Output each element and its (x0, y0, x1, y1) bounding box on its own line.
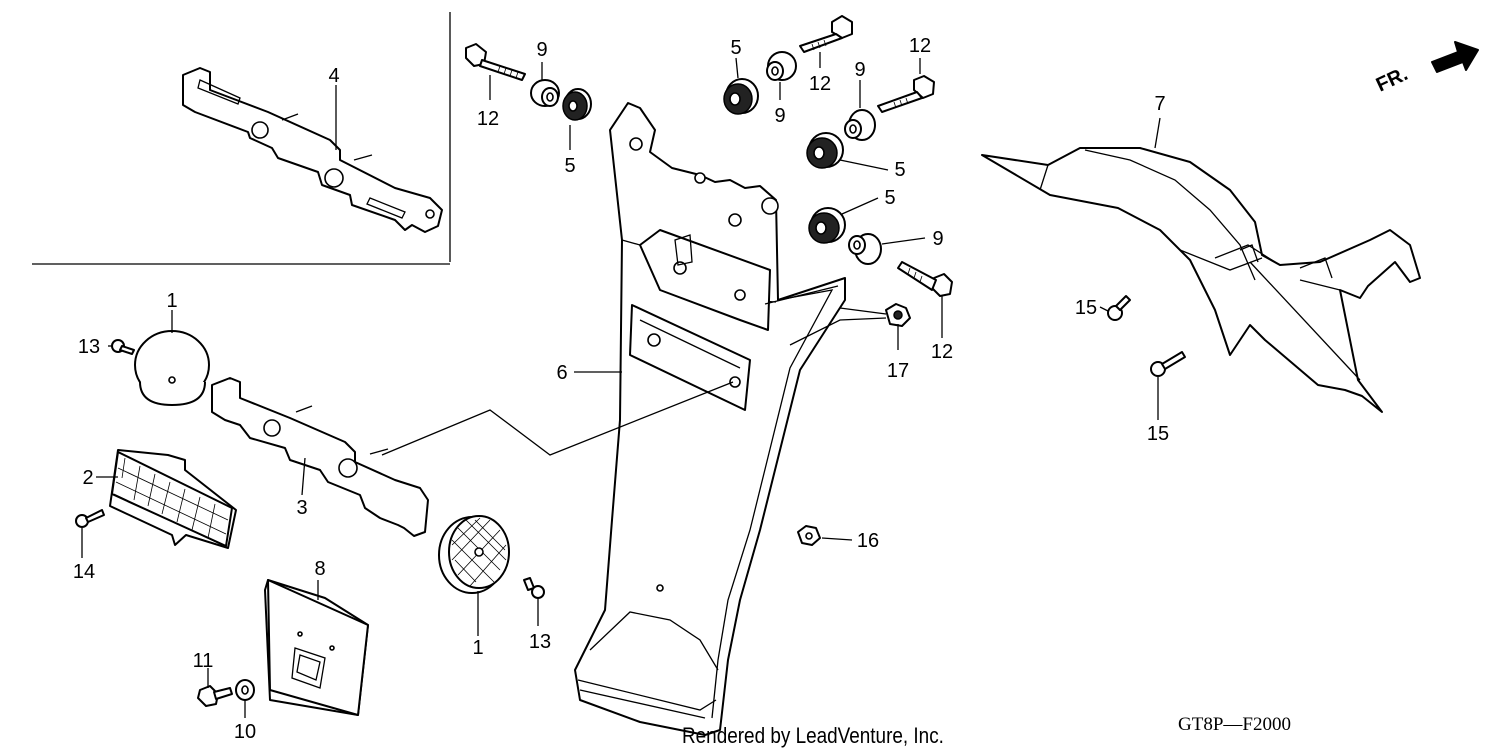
part-3-bracket (211, 377, 429, 537)
callout-5-lower: 5 (884, 187, 895, 209)
part-5-grommet-d (808, 207, 846, 244)
front-direction-arrow: FR. (1373, 41, 1479, 97)
part-12-bolt-c (877, 75, 935, 113)
callout-9-right: 9 (854, 59, 865, 81)
part-12-bolt-b (799, 15, 853, 53)
part-9-collar-c (844, 109, 876, 141)
leader-lines (81, 52, 1161, 718)
part-9-collar-a (530, 79, 560, 107)
part-7-inner-fender (981, 147, 1421, 413)
callout-14: 14 (73, 561, 95, 583)
part-1-reflector-upper (134, 330, 210, 406)
credit-text: Rendered by LeadVenture, Inc. (682, 723, 944, 748)
callout-9-left: 9 (536, 39, 547, 61)
part-16-nut (797, 525, 821, 546)
part-6-rear-fender (574, 102, 846, 736)
inset-frame (32, 12, 451, 265)
callout-8: 8 (314, 558, 325, 580)
callout-7: 7 (1154, 93, 1165, 115)
callout-12-left: 12 (477, 108, 499, 130)
part-5-grommet-a (723, 78, 759, 115)
callout-6: 6 (556, 362, 567, 384)
part-13-screw-b (523, 577, 545, 599)
part-17-nut (885, 303, 911, 327)
callout-17: 17 (887, 360, 909, 382)
drawing-code: GT8P—F2000 (1178, 714, 1291, 735)
callout-11: 11 (193, 650, 214, 672)
part-9-collar-d (848, 233, 882, 265)
part-11-bolt (197, 685, 233, 707)
callout-5-mid: 5 (894, 159, 905, 181)
callout-4: 4 (328, 65, 339, 87)
callout-9-upper: 9 (774, 105, 785, 127)
callout-13-lower: 13 (529, 631, 551, 653)
part-5-grommet-c (806, 132, 844, 169)
callout-15-upper: 15 (1075, 297, 1097, 319)
callout-12-lower-right: 12 (931, 341, 953, 363)
callout-12-upper-right: 12 (909, 35, 931, 57)
callout-5-top: 5 (730, 37, 741, 59)
part-15-screw-a (1107, 295, 1131, 321)
part-8-plate (264, 579, 369, 716)
part-9-collar-b (766, 51, 797, 81)
front-direction-label: FR. (1373, 63, 1411, 97)
part-13-screw-a (111, 339, 135, 355)
callout-2: 2 (82, 467, 93, 489)
callouts: 1 1 2 3 4 5 5 5 5 6 7 8 9 9 9 9 10 11 12… (73, 35, 1169, 743)
callout-3: 3 (296, 497, 307, 519)
callout-1-upper: 1 (166, 290, 177, 312)
callout-5-left: 5 (564, 155, 575, 177)
callout-9-lower: 9 (932, 228, 943, 250)
part-2-reflector-rect (109, 449, 237, 549)
part-14-screw (75, 509, 105, 528)
part-12-bolt-d (897, 261, 953, 297)
callout-13-left: 13 (78, 336, 100, 358)
part-4-bracket (182, 67, 443, 233)
callout-1-lower: 1 (472, 637, 483, 659)
part-10-washer (235, 679, 255, 701)
callout-15-lower: 15 (1147, 423, 1169, 445)
callout-10: 10 (234, 721, 256, 743)
part-15-screw-b (1150, 351, 1186, 377)
callout-16: 16 (857, 530, 879, 552)
part-1-reflector-lower (438, 515, 510, 594)
part-12-bolt-a (465, 43, 526, 81)
callout-12-mid: 12 (809, 73, 831, 95)
part-5-grommet-b (562, 88, 592, 121)
